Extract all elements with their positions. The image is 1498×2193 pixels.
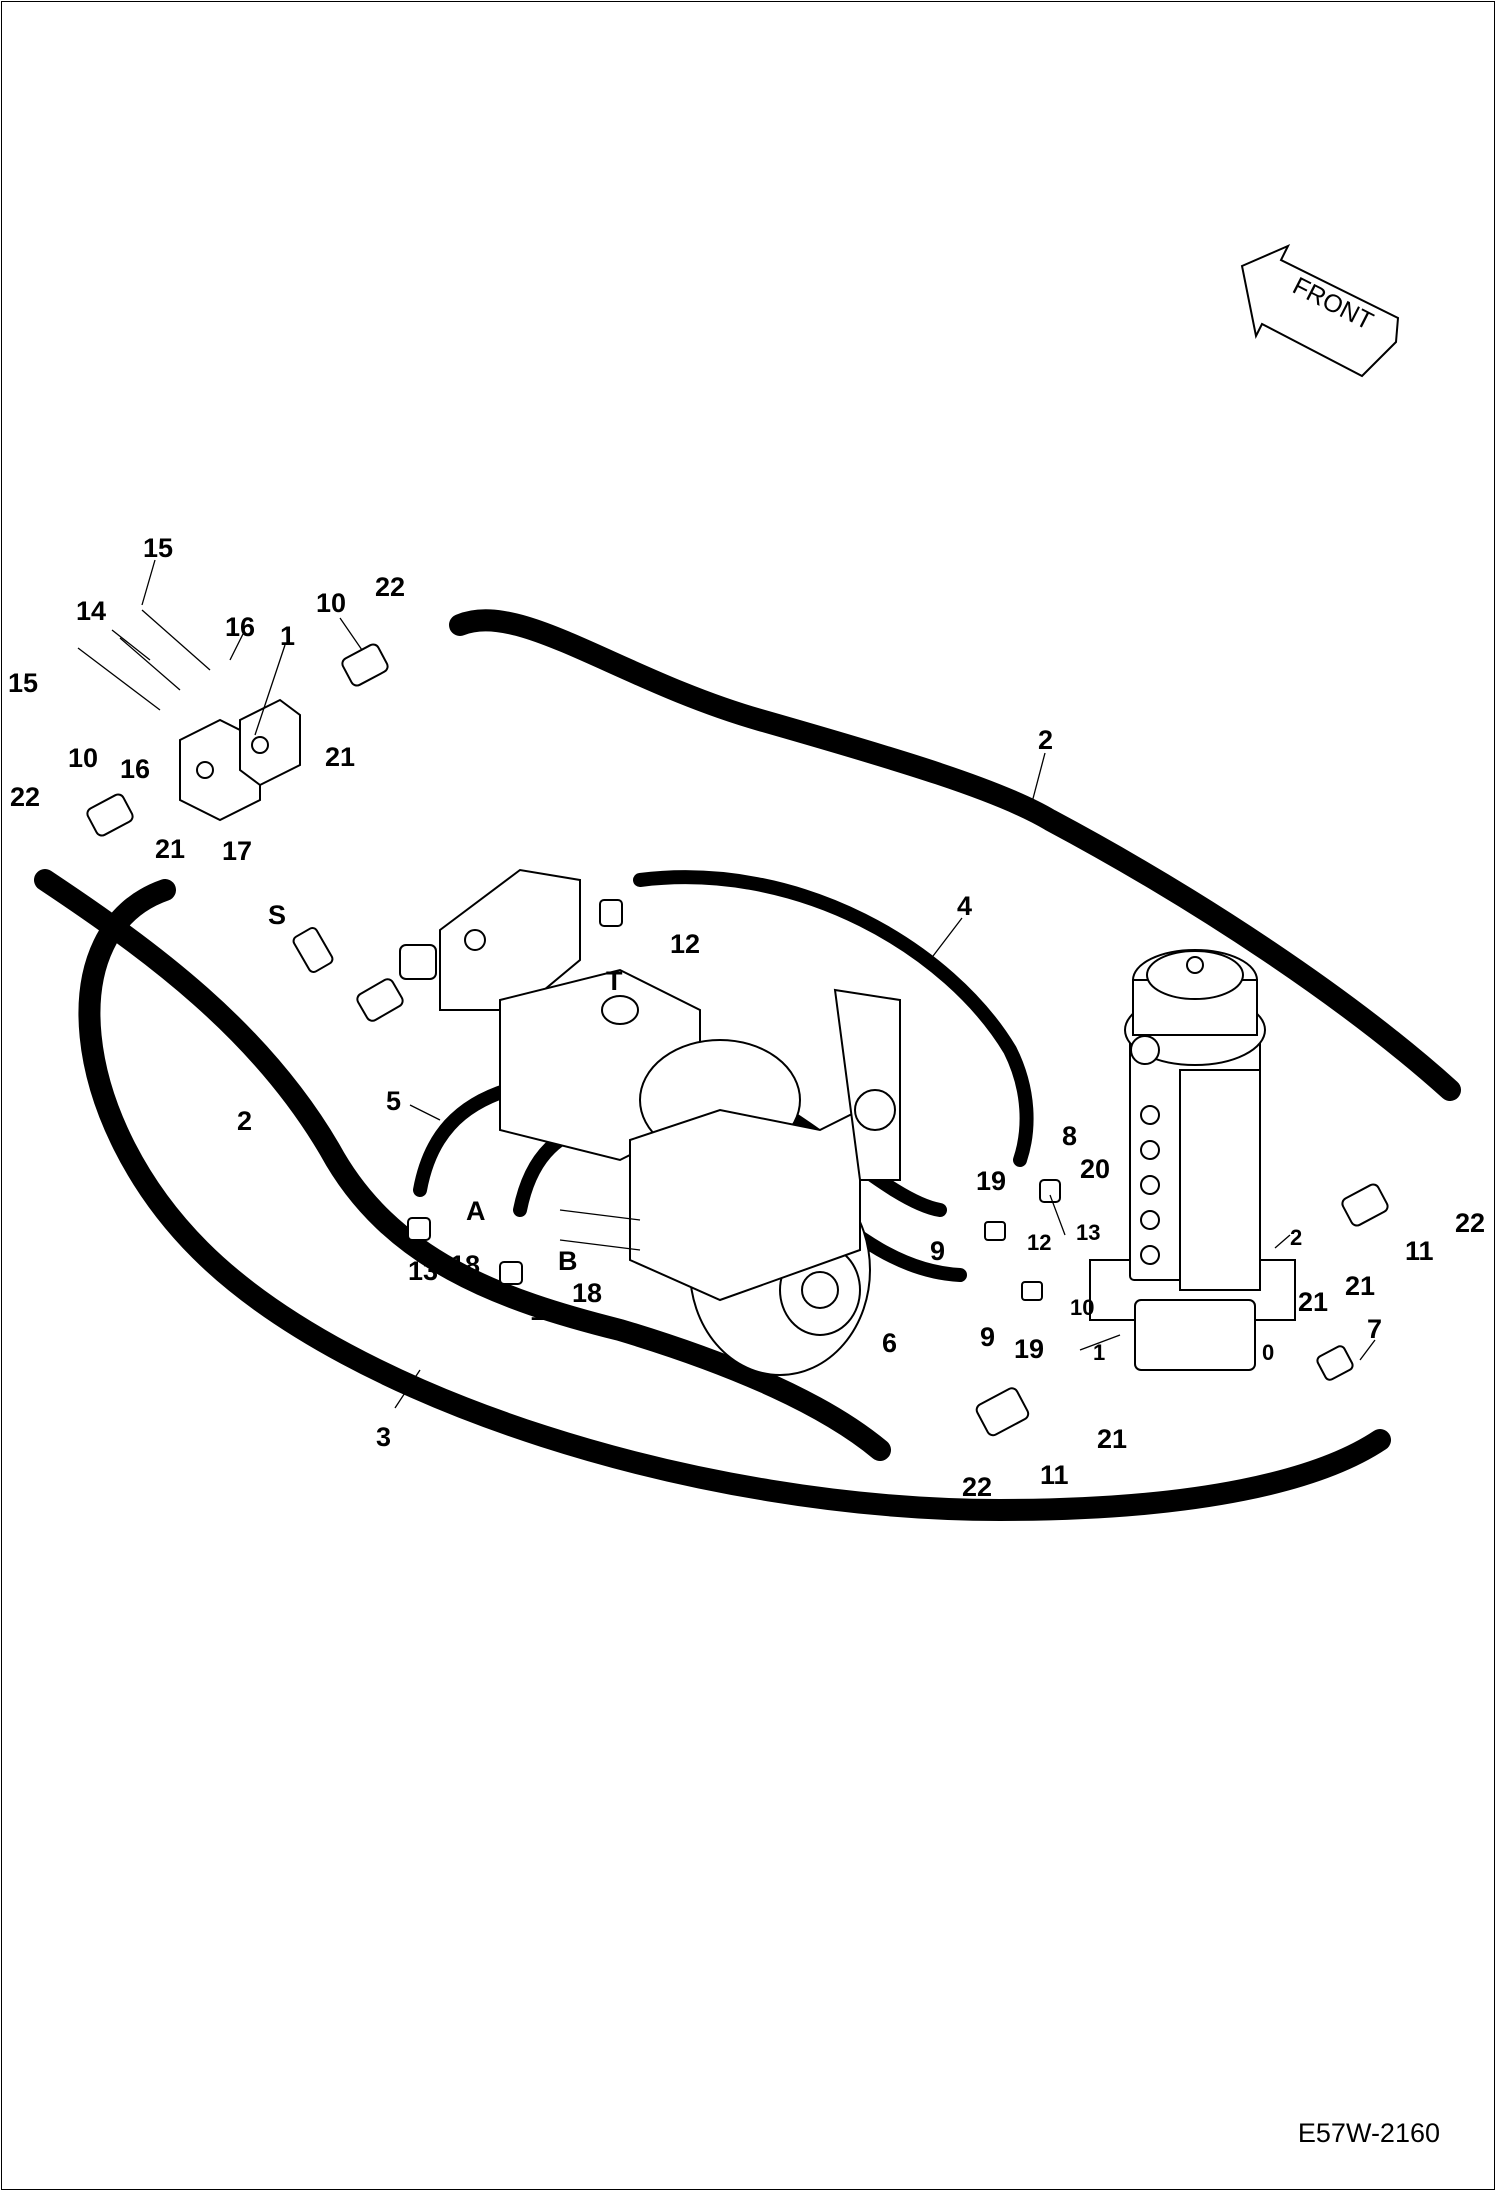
- callout-21: 21: [1097, 1424, 1127, 1454]
- callout-22: 22: [962, 1472, 992, 1502]
- hose-4: [633, 870, 1034, 1167]
- callout-12: 12: [670, 929, 700, 959]
- leader-lines: [111, 559, 1376, 1409]
- callout-11: 11: [1405, 1236, 1434, 1266]
- callout-7: 7: [1367, 1314, 1382, 1344]
- callout-17: 17: [222, 836, 252, 866]
- callout-22: 22: [375, 572, 405, 602]
- callout-21: 21: [155, 834, 185, 864]
- callout-19: 19: [976, 1166, 1006, 1196]
- callout-21: 21: [1298, 1287, 1328, 1317]
- drawing-code: E57W-2160: [1297, 2118, 1440, 2148]
- callout-13: 13: [530, 1296, 560, 1326]
- callout-14: 14: [76, 596, 106, 626]
- callout-15: 15: [143, 533, 173, 563]
- callout-T: T: [606, 966, 623, 996]
- callout-16: 16: [120, 754, 150, 784]
- callout-2: 2: [237, 1106, 252, 1136]
- callout-19: 19: [1014, 1334, 1044, 1364]
- callout-13: 13: [408, 1256, 438, 1286]
- callout-2: 2: [1038, 725, 1053, 755]
- hose-2-lower: [34, 869, 891, 1461]
- callout-18: 18: [450, 1250, 480, 1280]
- callout-S: S: [268, 900, 286, 930]
- callout-22: 22: [10, 782, 40, 812]
- callout-18: 18: [572, 1278, 602, 1308]
- callout-9: 9: [980, 1322, 995, 1352]
- callout-21: 21: [325, 742, 355, 772]
- callout-4: 4: [957, 891, 972, 921]
- hose-3: [78, 879, 1391, 1521]
- callout-5: 5: [386, 1086, 401, 1116]
- callout-1: 1: [280, 621, 295, 651]
- callout-10: 10: [1070, 1295, 1094, 1320]
- bolts: [77, 609, 211, 711]
- callout-3: 3: [376, 1422, 391, 1452]
- callout-20: 20: [1080, 1154, 1110, 1184]
- callout-6: 6: [882, 1328, 897, 1358]
- callout-10: 10: [316, 588, 346, 618]
- callout-11: 11: [1040, 1460, 1069, 1490]
- callout-22: 22: [1455, 1208, 1485, 1238]
- swivel-joint: [1089, 949, 1296, 1371]
- callout-13: 13: [1076, 1220, 1100, 1245]
- callout-8: 8: [1062, 1121, 1077, 1151]
- valve-blocks: [179, 698, 301, 822]
- callout-16: 16: [225, 612, 255, 642]
- callout-A: A: [466, 1196, 486, 1226]
- callouts: 15 14 16 1 10 22 15 10 16 21 22 21 17 S …: [8, 533, 1485, 1502]
- callout-0: 0: [1262, 1340, 1274, 1365]
- callout-2: 2: [1290, 1225, 1302, 1250]
- callout-15: 15: [8, 668, 38, 698]
- fittings: [86, 643, 1389, 1437]
- callout-9: 9: [930, 1236, 945, 1266]
- callout-1: 1: [1093, 1340, 1105, 1365]
- hose-2-upper: [449, 609, 1461, 1101]
- travel-motor: [399, 868, 901, 1376]
- front-arrow: FRONT: [1240, 243, 1400, 378]
- callout-21: 21: [1345, 1271, 1375, 1301]
- callout-10: 10: [68, 743, 98, 773]
- callout-B: B: [558, 1246, 578, 1276]
- callout-12: 12: [1027, 1230, 1051, 1255]
